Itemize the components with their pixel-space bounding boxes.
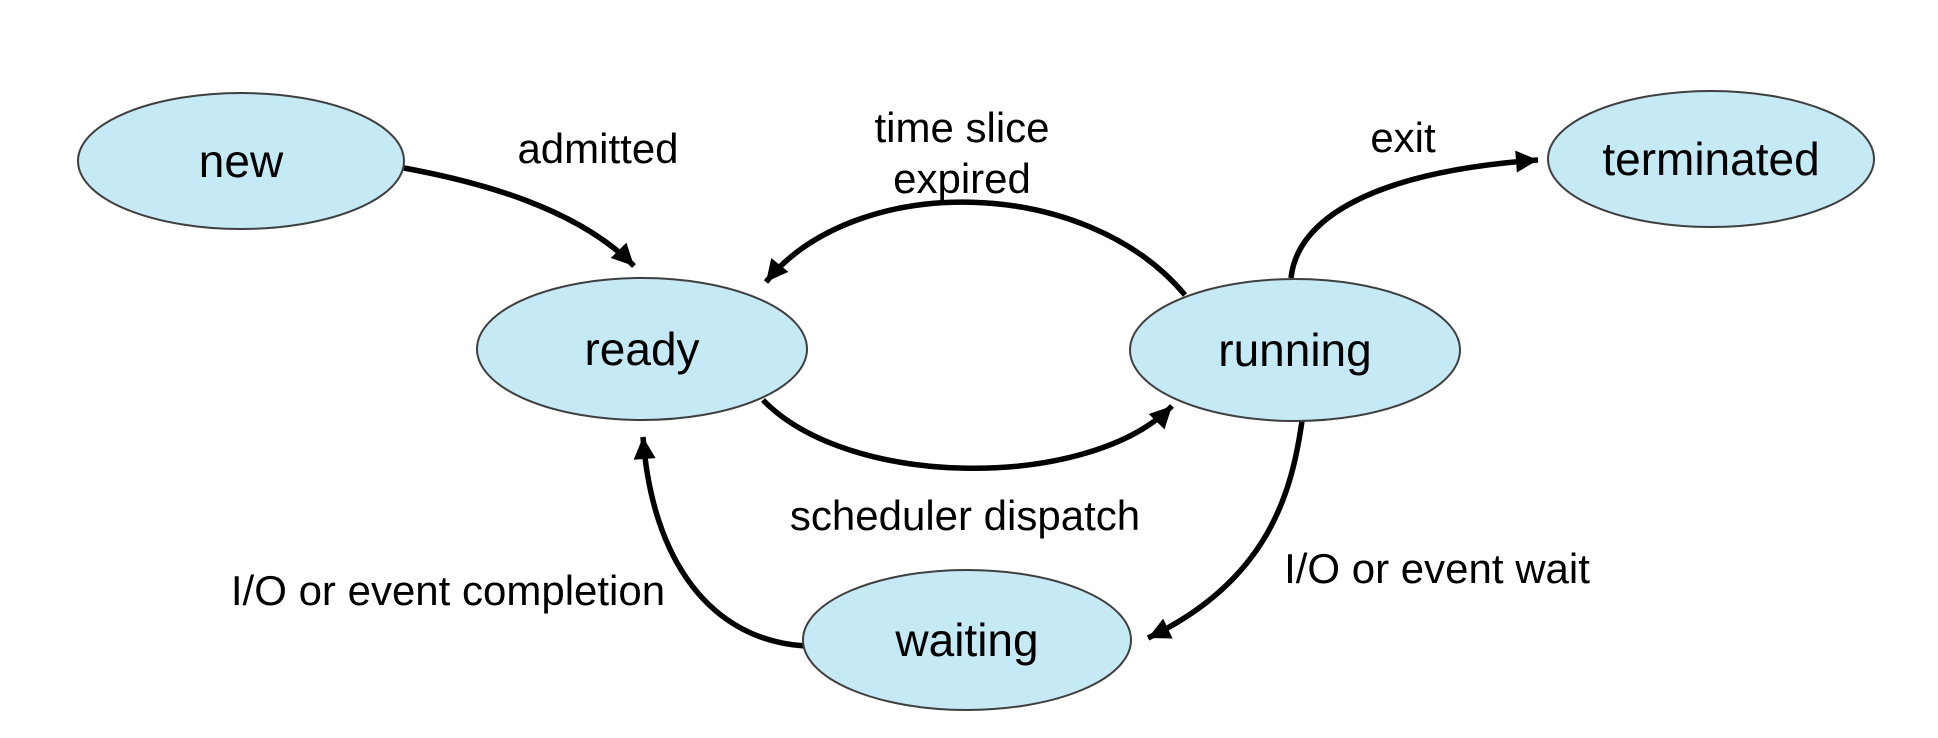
state-waiting-label: waiting <box>894 614 1038 666</box>
transition-time-slice-expired-path <box>763 199 1188 297</box>
state-new: new <box>77 92 405 230</box>
state-running-label: running <box>1218 324 1371 376</box>
transition-time-slice-expired-label-line1: time slice <box>874 104 1049 151</box>
transition-admitted-label: admitted <box>517 125 678 172</box>
states-group: new ready running terminated waiting <box>77 90 1875 711</box>
transition-exit-path <box>1288 150 1539 279</box>
state-ready: ready <box>476 277 808 421</box>
transition-io-wait-label: I/O or event wait <box>1284 545 1590 592</box>
state-waiting-ellipse <box>802 569 1132 711</box>
state-waiting: waiting <box>802 569 1132 711</box>
transition-exit-label: exit <box>1370 114 1436 161</box>
transition-scheduler-dispatch-label: scheduler dispatch <box>790 492 1140 539</box>
transition-labels-group: admitted time slice expired scheduler di… <box>231 104 1590 614</box>
state-new-ellipse <box>77 92 405 230</box>
state-running: running <box>1129 278 1461 422</box>
transitions-group <box>403 150 1539 649</box>
state-new-label: new <box>199 135 284 187</box>
transition-io-completion-path <box>633 436 806 649</box>
transition-io-wait-path <box>1146 420 1305 641</box>
state-ready-ellipse <box>476 277 808 421</box>
transition-scheduler-dispatch-path <box>761 398 1174 471</box>
transition-io-completion-label: I/O or event completion <box>231 567 665 614</box>
state-terminated-label: terminated <box>1602 133 1819 185</box>
state-terminated: terminated <box>1547 90 1875 228</box>
state-running-ellipse <box>1129 278 1461 422</box>
state-ready-label: ready <box>584 323 699 375</box>
transition-time-slice-expired-label-line2: expired <box>893 155 1031 202</box>
state-terminated-ellipse <box>1547 90 1875 228</box>
transition-admitted-path <box>403 165 636 268</box>
